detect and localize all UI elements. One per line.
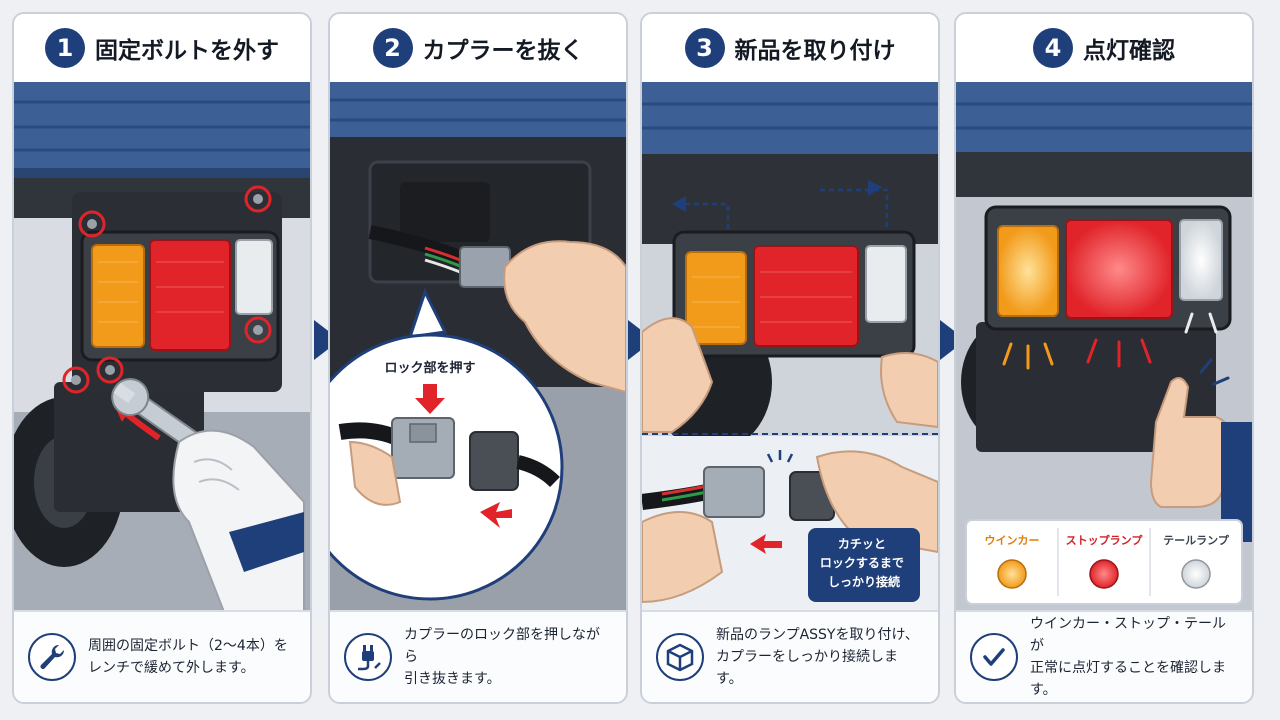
next-step-arrow [314, 320, 340, 360]
step-header: 4 点灯確認 [956, 14, 1252, 82]
step-header: 2 カプラーを抜く [330, 14, 626, 82]
remove-bolts-illustration [14, 82, 310, 612]
step-panel-2: 2 カプラーを抜く ロック部を押す [328, 12, 628, 704]
plug-icon [344, 633, 392, 681]
step-title: 新品を取り付け [734, 38, 896, 64]
install-new-lamp-illustration: カチッと ロックするまで しっかり接続 [642, 82, 938, 612]
step-header: 3 新品を取り付け [642, 14, 938, 82]
step-number: 1 [45, 28, 85, 68]
step-title: 固定ボルトを外す [95, 38, 279, 64]
step-footer: カプラーのロック部を押しながら 引き抜きます。 [330, 610, 626, 702]
callout-click-line-2: ロックするまで [820, 556, 904, 570]
step-panel-1: 1 固定ボルトを外す [12, 12, 312, 704]
step-description: ウインカー・ストップ・テールが 正常に点灯することを確認します。 [1030, 616, 1226, 698]
callout-click-line-1: カチッと [838, 537, 886, 551]
step-footer: ウインカー・ストップ・テールが 正常に点灯することを確認します。 [956, 610, 1252, 702]
next-step-arrow [940, 320, 966, 360]
step-description: カプラーのロック部を押しながら 引き抜きます。 [404, 627, 600, 687]
wrench-icon [28, 633, 76, 681]
step-panel-3: 3 新品を取り付け [640, 12, 940, 704]
step-number: 3 [684, 28, 725, 68]
legend-stop-lamp-label: ストップランプ [1066, 533, 1144, 547]
legend-tail-lamp-label: テールランプ [1163, 533, 1230, 547]
step-title: 点灯確認 [1083, 38, 1175, 64]
step-description: 周囲の固定ボルト（2〜4本）を レンチで緩めて外します。 [88, 638, 288, 676]
step-header: 1 固定ボルトを外す [14, 14, 310, 82]
step-title: カプラーを抜く [422, 38, 584, 64]
step-number: 4 [1033, 28, 1073, 68]
step-description: 新品のランプASSYを取り付け、 カプラーをしっかり接続します。 [716, 627, 919, 687]
disconnect-coupler-illustration: ロック部を押す [330, 82, 626, 612]
step-footer: 周囲の固定ボルト（2〜4本）を レンチで緩めて外します。 [14, 610, 310, 702]
step-panel-4: 4 点灯確認 [954, 12, 1254, 704]
callout-lock-text: ロック部を押す [384, 360, 475, 376]
light-check-illustration: ウインカー ストップランプ テールランプ [956, 82, 1252, 612]
step-number: 2 [372, 28, 413, 68]
callout-click-line-3: しっかり接続 [828, 574, 900, 589]
svg-text:カチッと ロックするまで しっかり接: カチッと ロックするまで しっかり接続 [820, 537, 908, 589]
legend-turn-signal-label: ウインカー [985, 534, 1040, 547]
check-icon [970, 633, 1018, 681]
box-icon [656, 633, 704, 681]
step-footer: 新品のランプASSYを取り付け、 カプラーをしっかり接続します。 [642, 610, 938, 702]
